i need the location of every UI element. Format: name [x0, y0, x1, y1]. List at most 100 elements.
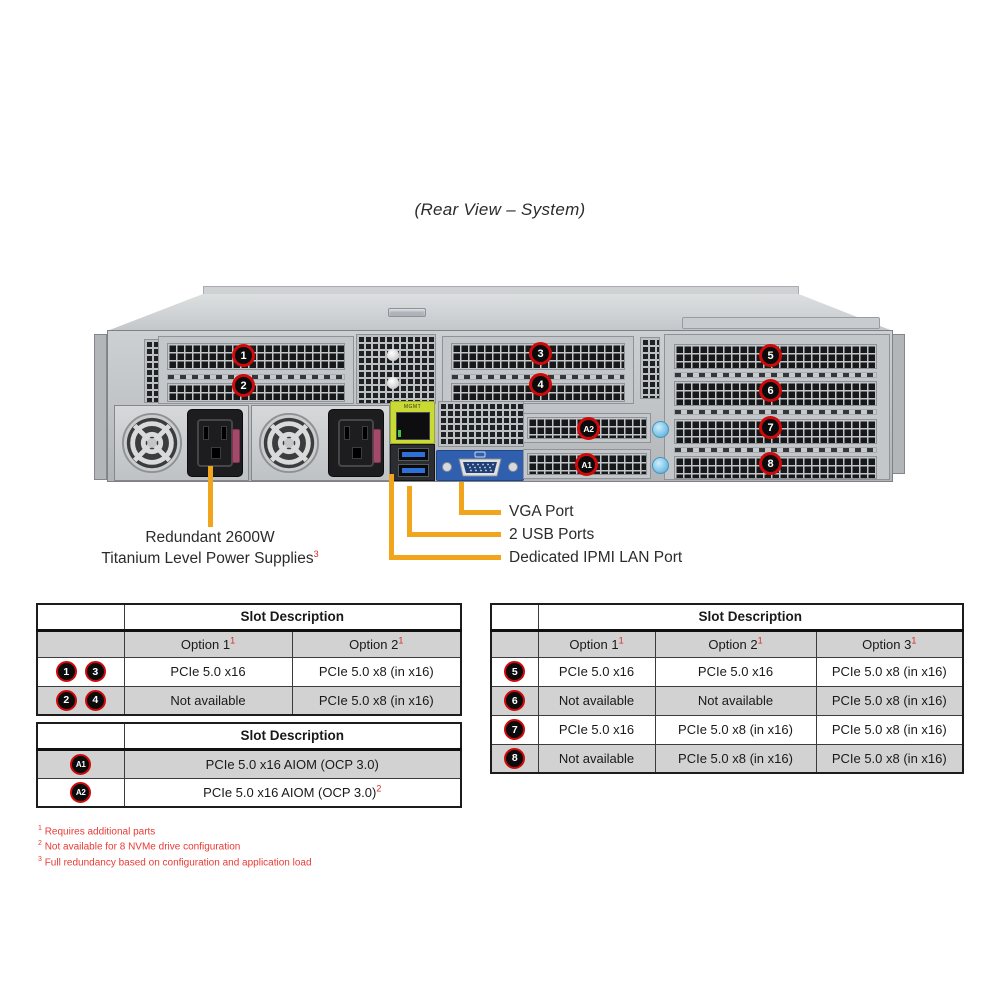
cell: Not available [123, 685, 293, 716]
usb3-tongue [402, 468, 425, 473]
table-slots-5-8: Slot Description Option 11 Option 21 Opt… [490, 603, 965, 774]
psu-label-line1: Redundant 2600W [145, 529, 275, 546]
cell: PCIe 5.0 x16 [654, 656, 817, 687]
callout-slot-a2: A2 [577, 417, 600, 440]
vga-connector-icon [442, 451, 518, 477]
empty-header-cell [36, 722, 125, 751]
lan-led [398, 430, 401, 437]
empty-cell [36, 629, 125, 658]
badge-slot-a1: A1 [70, 753, 92, 775]
table-title: Slot Description [123, 603, 462, 632]
empty-header-cell [490, 603, 539, 632]
cell: PCIe 5.0 x16 [537, 714, 656, 745]
callout-slot-5: 5 [759, 344, 782, 367]
badge-slot-6: 6 [504, 690, 526, 711]
empty-cell [490, 629, 539, 658]
cell: PCIe 5.0 x8 (in x16) [654, 714, 817, 745]
chassis-top-lip [203, 286, 799, 295]
option-2-header: Option 21 [291, 629, 462, 658]
callout-slot-2: 2 [232, 374, 255, 397]
table-row: 6 Not available Not available PCIe 5.0 x… [490, 685, 964, 716]
c20-socket [338, 419, 374, 467]
table-row: 5 PCIe 5.0 x16 PCIe 5.0 x16 PCIe 5.0 x8 … [490, 656, 964, 687]
footnotes: 1 Requires additional parts 2 Not availa… [38, 823, 312, 869]
cell: PCIe 5.0 x16 [537, 656, 656, 687]
slot-badges-cell: 6 [490, 685, 539, 716]
cell: Not available [654, 685, 817, 716]
slot-divider [674, 409, 877, 415]
badge-slot-5: 5 [504, 661, 526, 682]
psu-power-inlet [328, 409, 384, 477]
option-1-header: Option 11 [123, 629, 293, 658]
cell: PCIe 5.0 x8 (in x16) [815, 656, 964, 687]
slot-badges-cell: 5 [490, 656, 539, 687]
cell: PCIe 5.0 x16 [123, 656, 293, 687]
usb-port-2 [398, 464, 429, 477]
mgmt-label: MGMT [403, 404, 422, 410]
callout-slot-3: 3 [529, 342, 552, 365]
power-supply-2 [251, 405, 390, 481]
callout-slot-a1: A1 [575, 453, 598, 476]
power-supply-1 [114, 405, 249, 481]
ipmi-lan-port: MGMT [390, 401, 435, 444]
thumbscrew-a2 [652, 421, 669, 438]
table-title: Slot Description [123, 722, 462, 751]
empty-header-cell [36, 603, 125, 632]
badge-slot-4: 4 [84, 689, 106, 711]
slot-divider [674, 372, 877, 378]
slot-1-cover [167, 343, 345, 370]
cell: PCIe 5.0 x16 AIOM (OCP 3.0) [123, 748, 462, 779]
mounting-ear-left [94, 334, 107, 480]
badge-slot-1: 1 [55, 661, 77, 682]
table-title: Slot Description [537, 603, 964, 632]
badge-slot-2: 2 [55, 689, 77, 711]
table-row: A1 PCIe 5.0 x16 AIOM (OCP 3.0) [36, 748, 462, 779]
callout-slot-4: 4 [529, 373, 552, 396]
usb3-tongue [402, 452, 425, 457]
cell: PCIe 5.0 x8 (in x16) [654, 743, 817, 774]
chassis-rail [682, 317, 880, 329]
callout-slot-7: 7 [759, 416, 782, 439]
usb-ports-label: 2 USB Ports [509, 526, 595, 543]
psu-fan-icon [121, 412, 183, 474]
page-title: (Rear View – System) [414, 200, 586, 219]
cell: PCIe 5.0 x8 (in x16) [291, 656, 462, 687]
chassis-body: MGMT [107, 330, 893, 482]
vga-port-label: VGA Port [509, 503, 574, 520]
c20-socket [197, 419, 233, 467]
psu-label-line2: Titanium Level Power Supplies [101, 550, 314, 567]
callout-slot-6: 6 [759, 379, 782, 402]
riser-slots-1-2 [158, 336, 354, 404]
cell: Not available [537, 743, 656, 774]
psu-power-inlet [187, 409, 243, 477]
psu-callout-line [208, 466, 213, 527]
cell: PCIe 5.0 x8 (in x16) [815, 743, 964, 774]
vent-column [640, 337, 660, 399]
psu-label: Redundant 2600W Titanium Level Power Sup… [55, 527, 365, 569]
usb-callout-line-v [407, 486, 412, 537]
badge-slot-7: 7 [504, 719, 526, 740]
mounting-ear-right [892, 334, 905, 474]
knob [387, 377, 399, 389]
vga-port [436, 450, 524, 481]
callout-slot-1: 1 [232, 344, 255, 367]
option-1-header: Option 11 [537, 629, 656, 658]
table-row: 8 Not available PCIe 5.0 x8 (in x16) PCI… [490, 743, 964, 774]
table-row: 7 PCIe 5.0 x16 PCIe 5.0 x8 (in x16) PCIe… [490, 714, 964, 745]
cell: PCIe 5.0 x8 (in x16) [291, 685, 462, 716]
footnote-3: 3 Full redundancy based on configuration… [38, 855, 312, 868]
table-aiom: Slot Description A1 PCIe 5.0 x16 AIOM (O… [36, 722, 462, 808]
slot-divider [167, 374, 345, 380]
slot-divider [674, 447, 877, 453]
footnote-2: 2 Not available for 8 NVMe drive configu… [38, 840, 241, 853]
psu-latch [232, 429, 240, 463]
ipmi-callout-line-v [389, 474, 394, 560]
cell: PCIe 5.0 x16 AIOM (OCP 3.0)2 [123, 777, 462, 808]
cell: Not available [537, 685, 656, 716]
